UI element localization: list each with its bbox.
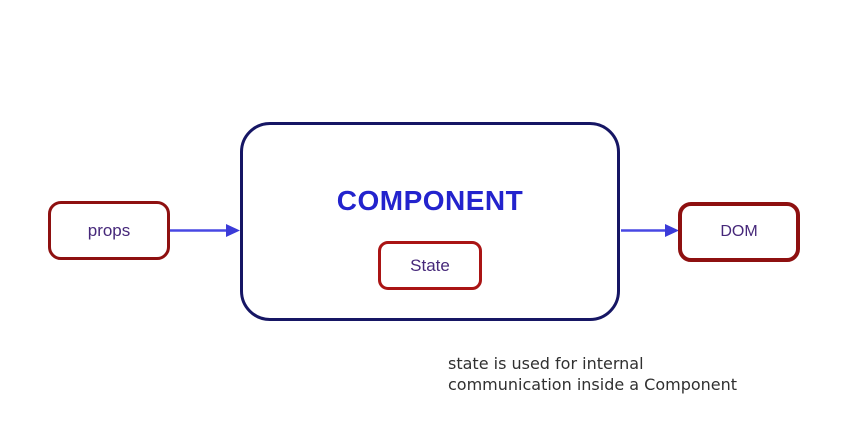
node-props: props (48, 201, 170, 260)
node-state: State (378, 241, 482, 290)
diagram-caption: state is used for internal communication… (448, 353, 737, 395)
node-state-label: State (410, 255, 450, 275)
arrow-component-to-dom-icon (621, 224, 679, 237)
caption-line-2: communication inside a Component (448, 375, 738, 394)
caption-line-1: state is used for internal (448, 354, 644, 373)
arrow-props-to-component-icon (170, 224, 240, 237)
node-component: COMPONENT State (240, 122, 620, 321)
node-dom: DOM (678, 202, 800, 262)
node-props-label: props (87, 220, 131, 240)
node-dom-label: DOM (720, 223, 758, 240)
node-component-label: COMPONENT (336, 185, 524, 216)
